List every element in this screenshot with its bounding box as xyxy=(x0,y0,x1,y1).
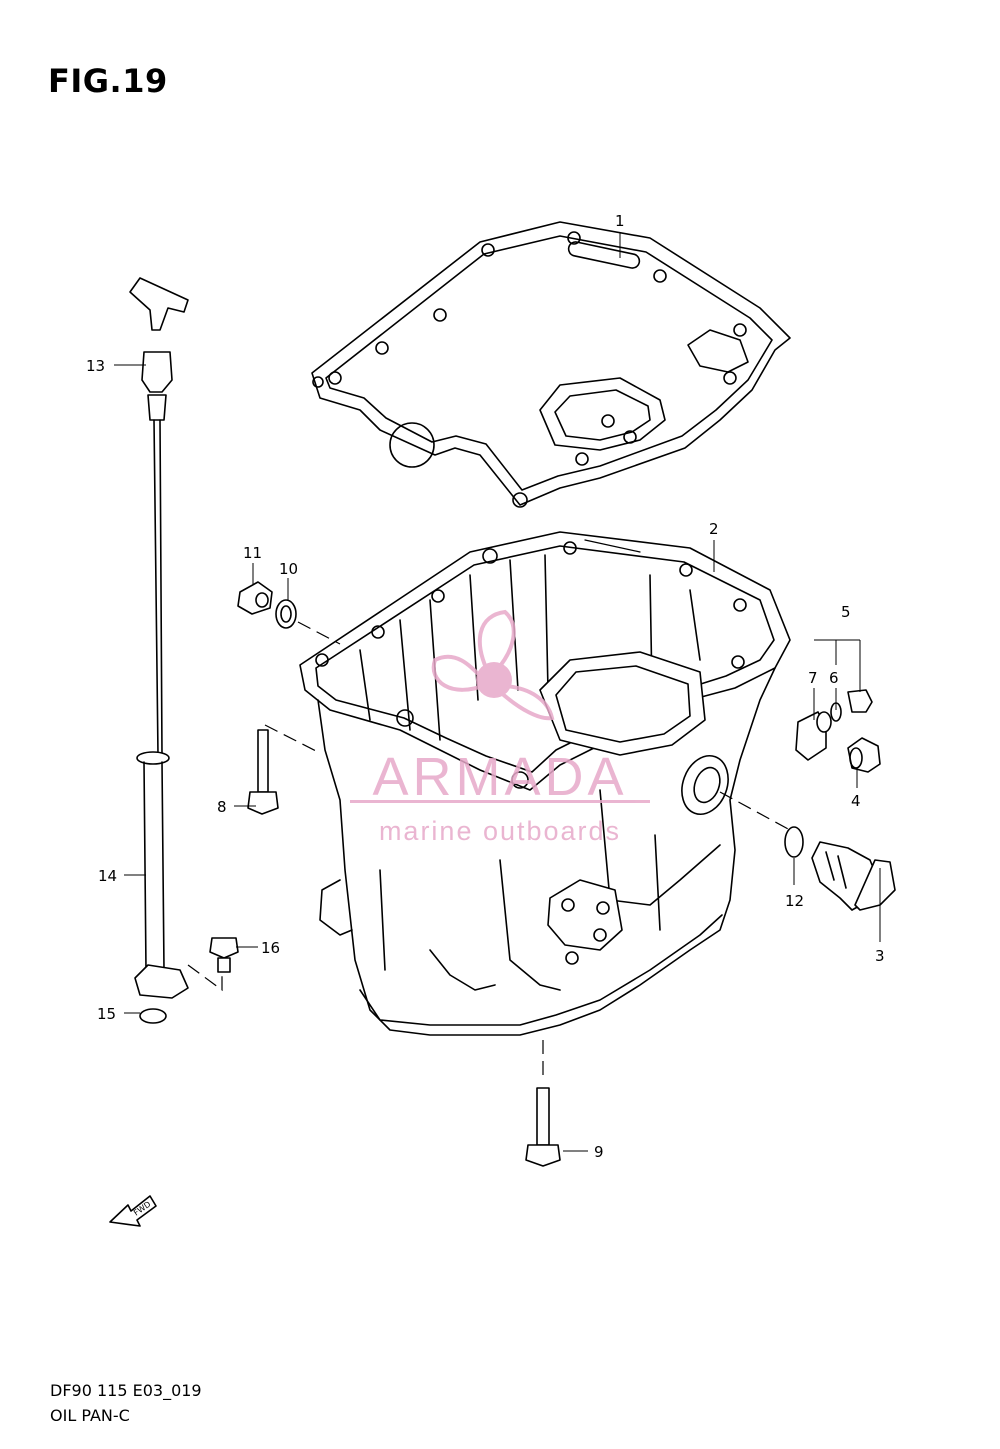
callout-14: 14 xyxy=(98,867,117,885)
callout-16: 16 xyxy=(261,939,280,957)
dipstick-part xyxy=(129,277,189,756)
plug-part-4 xyxy=(847,737,881,773)
drain-plug-part-3 xyxy=(784,826,896,911)
leader-lines xyxy=(114,232,881,1152)
guide-tube-part xyxy=(134,751,189,1024)
sensor-part-7 xyxy=(795,702,842,761)
bolt-part-8 xyxy=(247,729,279,815)
watermark-brand: ARMADA xyxy=(372,747,627,807)
figure-title: FIG.19 xyxy=(48,62,168,100)
callout-11: 11 xyxy=(243,544,262,562)
callout-4: 4 xyxy=(851,792,861,810)
callout-9: 9 xyxy=(594,1143,604,1161)
callout-15: 15 xyxy=(97,1005,116,1023)
callout-10: 10 xyxy=(279,560,298,578)
callout-5: 5 xyxy=(841,603,851,621)
bolt-part-9 xyxy=(525,1087,561,1167)
armada-watermark: ARMADA marine outboards xyxy=(350,609,650,846)
bolt-part-16 xyxy=(209,937,239,973)
callout-1: 1 xyxy=(615,212,625,230)
watermark-rule xyxy=(350,800,650,803)
callout-12: 12 xyxy=(785,892,804,910)
gasket-part xyxy=(311,221,791,508)
callout-8: 8 xyxy=(217,798,227,816)
callout-labels: 1 2 3 4 5 6 7 8 9 10 11 12 13 14 15 16 xyxy=(86,212,885,1161)
callout-7: 7 xyxy=(808,669,818,687)
figure-name: OIL PAN-C xyxy=(50,1406,130,1425)
callout-13: 13 xyxy=(86,357,105,375)
fwd-arrow-icon: FWD xyxy=(109,1195,157,1227)
callout-2: 2 xyxy=(709,520,719,538)
plug-part-11 xyxy=(237,581,297,629)
callout-3: 3 xyxy=(875,947,885,965)
callout-6: 6 xyxy=(829,669,839,687)
screw-part-6 xyxy=(847,689,873,713)
assembly-lines xyxy=(187,621,791,1080)
watermark-tagline: marine outboards xyxy=(379,816,621,846)
figure-code: DF90 115 E03_019 xyxy=(50,1381,202,1400)
oil-pan-part xyxy=(299,531,791,1036)
propeller-logo-icon xyxy=(431,609,555,721)
